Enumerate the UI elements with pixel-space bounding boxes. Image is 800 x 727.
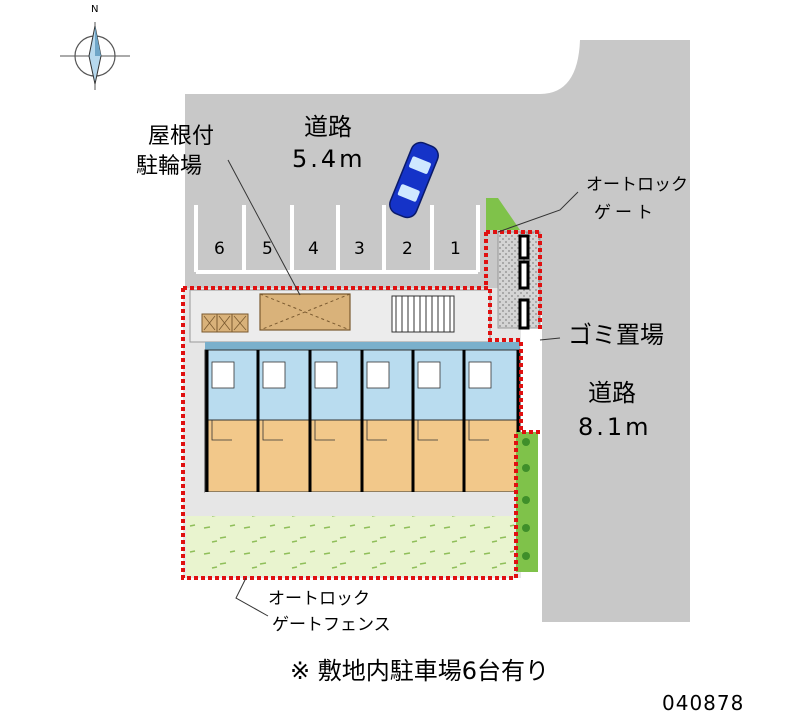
building-walkway <box>205 492 517 516</box>
hedge-shrubs <box>522 438 530 560</box>
stairs <box>391 295 455 333</box>
corner-planting <box>486 198 520 230</box>
parking-number: 1 <box>450 239 461 259</box>
bicycle-parking-label-2: 駐輪場 <box>136 154 203 179</box>
footnote: ※ 敷地内駐車場6台有り <box>290 657 550 685</box>
parking-stalls <box>194 205 480 274</box>
auto-lock-boundary <box>181 230 542 580</box>
mailboxes <box>201 313 249 333</box>
parking-number: 4 <box>308 239 319 259</box>
bicycle-parking-label-1: 屋根付 <box>148 124 215 149</box>
map-code: 040878 <box>662 691 745 715</box>
car-icon <box>389 141 439 219</box>
auto-lock-gate-label-2: ゲート <box>594 203 657 223</box>
auto-lock-fence-label-2: ゲートフェンス <box>272 615 391 635</box>
leader-lines <box>227 159 579 617</box>
gate-symbols <box>518 234 530 330</box>
parking-number: 2 <box>402 239 413 259</box>
parking-number: 5 <box>262 239 273 259</box>
compass-north-label: N <box>91 4 99 15</box>
top-road-name: 道路 <box>304 113 352 141</box>
auto-lock-gate-label-1: オートロック <box>586 175 688 195</box>
top-road-width: 5.4m <box>292 145 366 173</box>
parking-number: 6 <box>214 239 225 259</box>
bicycle-shed <box>259 293 351 331</box>
compass-icon <box>60 22 130 90</box>
parking-number: 3 <box>354 239 365 259</box>
auto-lock-fence-label-1: オートロック <box>268 589 370 609</box>
lawn <box>186 516 514 576</box>
garbage-area-label: ゴミ置場 <box>568 321 664 349</box>
right-road-name: 道路 <box>588 379 636 407</box>
right-road-width: 8.1m <box>578 413 652 441</box>
apartment-building <box>204 342 521 493</box>
